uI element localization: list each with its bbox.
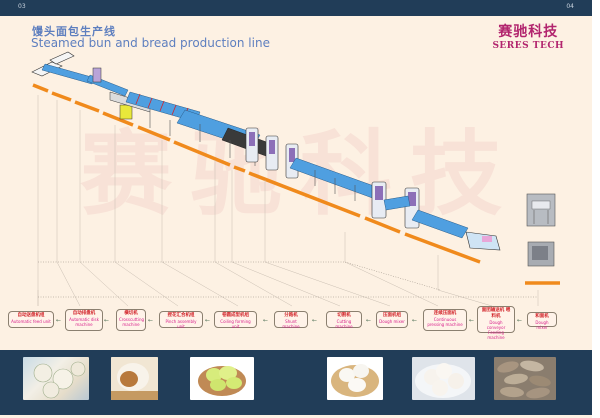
page-title-en: Steamed bun and bread production line <box>31 36 270 50</box>
step-cutting-machine: 切割机 Cutting machine <box>326 311 362 329</box>
round-buns-image <box>415 363 471 398</box>
top-bar: 03 04 <box>0 0 592 16</box>
round-buns-photo <box>412 357 475 400</box>
step-coiling-forming-unit: 卷圆成型机组 Coiling forming unit <box>214 311 257 329</box>
step-pinch-assembly-unit: 捏花汇合机组 Pinch assembly unit <box>159 311 203 329</box>
step-label-cn: 切割机 <box>337 313 351 318</box>
bamboo-steamer-buns-photo <box>327 357 383 400</box>
step-shunt-machine: 分路机 Shunt machine <box>274 311 308 329</box>
process-flow: 自动送盘机组 Automatic feed unit ← 自动排盘机 Autom… <box>0 306 592 340</box>
step-label-en: Crosscutting machine <box>119 317 145 327</box>
flow-arrow: ← <box>205 317 211 324</box>
step-label-cn: 和面机 <box>535 314 549 319</box>
step-label-cn: 横切机 <box>124 311 138 316</box>
dough-mixer-units <box>526 193 556 267</box>
step-label-en: Continuous pressing machine <box>427 317 463 327</box>
page-number-left: 03 <box>18 3 26 10</box>
step-label-en: Dough mixer <box>379 319 405 324</box>
stuffed-bun-photo <box>111 357 158 400</box>
product-photo-gallery <box>0 350 592 415</box>
step-label-cn: 分路机 <box>284 313 298 318</box>
step-label-cn: 连续压面机 <box>433 311 457 316</box>
green-buns-photo <box>190 357 254 400</box>
step-label-cn: 压面机组 <box>383 313 401 318</box>
flow-arrow: ← <box>56 317 62 324</box>
brand-name-en: SERES TECH <box>492 41 564 51</box>
step-label-en: Pinch assembly unit <box>165 319 197 329</box>
step-label-en: Dough mixer <box>535 320 549 330</box>
bamboo-steamer-buns-image <box>331 364 379 397</box>
brand-logo: 赛驰科技 SERES TECH <box>492 21 564 51</box>
flow-arrow: ← <box>263 317 269 324</box>
step-label-en: Dough conveyor Feeding machine <box>486 320 506 340</box>
step-label-cn: 卷圆成型机组 <box>222 313 249 318</box>
flower-rolls-photo <box>23 357 89 400</box>
step-dough-conveyor-feeding-machine: 面团输送机 喂料机 Dough conveyor Feeding machine <box>477 306 515 340</box>
dotted-guides <box>38 261 538 298</box>
production-line-diagram <box>31 51 560 307</box>
step-label-cn: 自动送盘机组 <box>17 313 45 318</box>
flower-rolls-image <box>33 361 86 399</box>
step-automatic-feed-unit: 自动送盘机组 Automatic feed unit <box>8 311 54 328</box>
flow-arrow: ← <box>104 317 110 324</box>
seeded-bread-photo <box>494 357 556 400</box>
orange-dashed-guide <box>32 83 560 285</box>
step-dough-mixer: 和面机 Dough mixer <box>527 312 557 330</box>
page-title-cn: 馒头面包生产线 <box>32 25 116 38</box>
flow-arrow: ← <box>148 317 154 324</box>
step-label-en: Cutting machine <box>335 319 353 329</box>
flow-arrow: ← <box>312 317 318 324</box>
flow-arrow: ← <box>366 317 372 324</box>
step-automatic-disk-machine: 自动排盘机 Automatic disk machine <box>65 309 103 331</box>
step-dough-pressing-unit: 压面机组 Dough mixer <box>376 311 408 328</box>
flow-arrow: ← <box>412 317 418 324</box>
step-label-en: Automatic feed unit <box>11 319 51 324</box>
flow-arrow: ← <box>469 317 475 324</box>
step-continuous-pressing-machine: 连续压面机 Continuous pressing machine <box>423 309 467 331</box>
stuffed-bun-image <box>111 357 158 400</box>
flow-arrow: ← <box>517 317 523 324</box>
page-number-right: 04 <box>566 3 574 10</box>
seeded-bread-image <box>497 360 551 399</box>
step-label-en: Coiling forming unit <box>220 319 251 329</box>
step-label-cn: 自动排盘机 <box>72 311 96 316</box>
leader-lines <box>37 95 539 307</box>
production-line-machinery <box>31 51 556 267</box>
green-buns-image <box>198 366 246 396</box>
step-label-en: Automatic disk machine <box>69 317 99 327</box>
brand-name-cn: 赛驰科技 <box>498 24 559 40</box>
step-label-cn: 面团输送机 喂料机 <box>481 308 511 319</box>
step-label-cn: 捏花汇合机组 <box>167 313 195 318</box>
step-label-en: Shunt machine <box>282 319 300 329</box>
step-crosscutting-machine: 横切机 Crosscutting machine <box>116 309 146 331</box>
